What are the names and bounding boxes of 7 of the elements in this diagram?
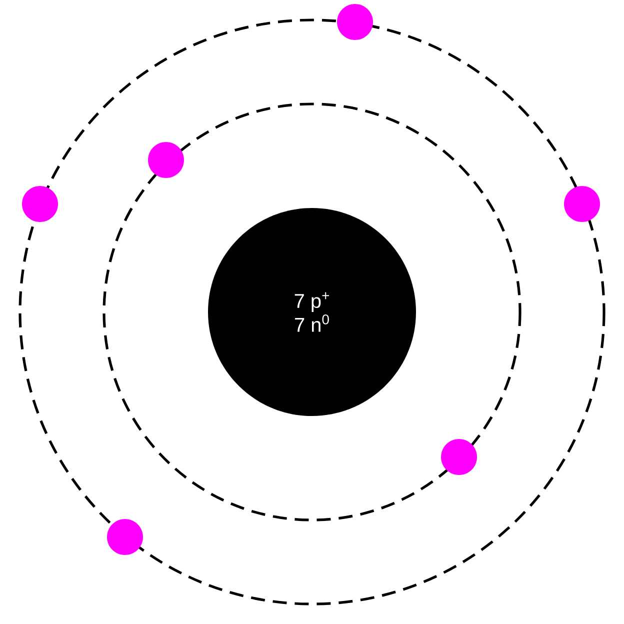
electron bbox=[148, 142, 184, 178]
electron bbox=[337, 4, 373, 40]
electron bbox=[564, 186, 600, 222]
electron bbox=[441, 439, 477, 475]
electron bbox=[107, 519, 143, 555]
electron bbox=[22, 186, 58, 222]
nucleus: 7 p$^{+}$ 7 n$^{0}$ bbox=[208, 208, 416, 416]
